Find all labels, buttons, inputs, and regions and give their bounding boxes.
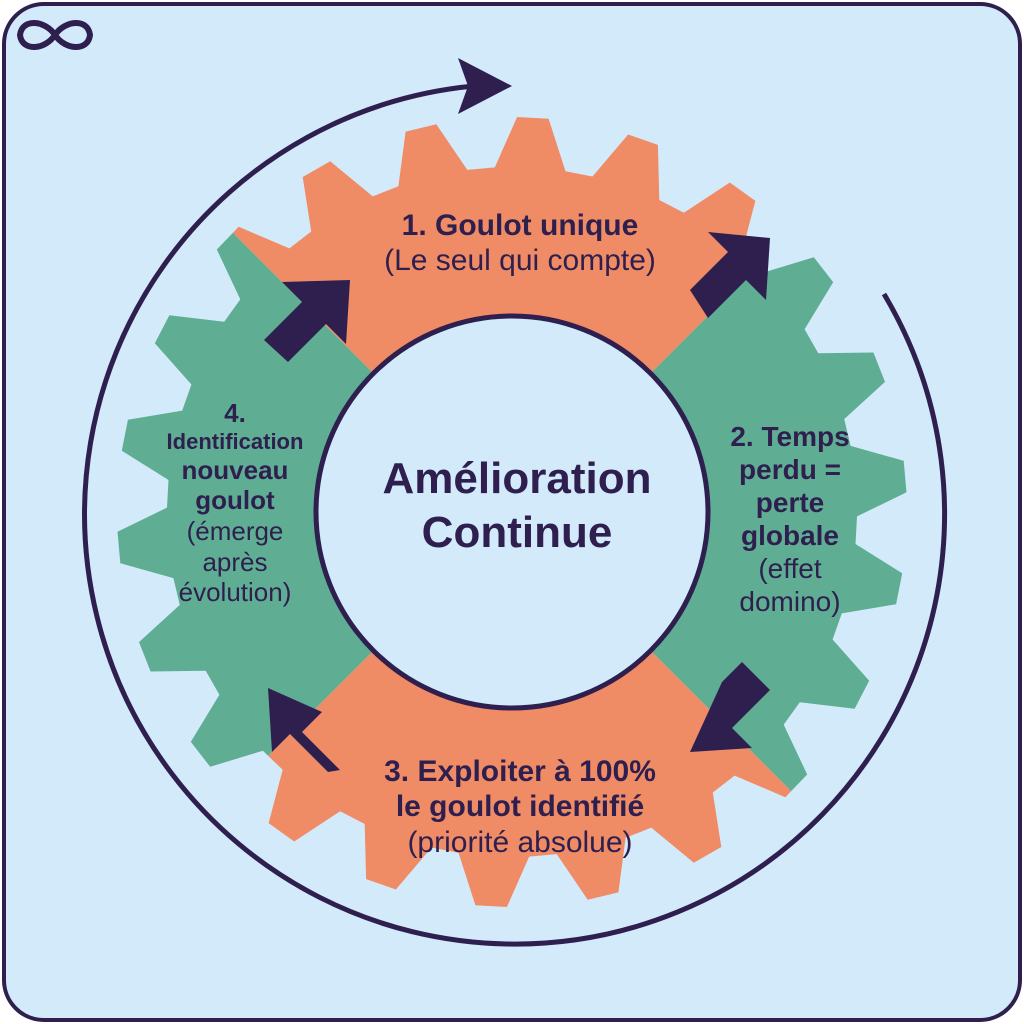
step-1-subtitle: (Le seul qui compte) — [384, 244, 656, 278]
step-2-title-line: perte — [755, 487, 825, 519]
outer-cycle-arc — [82, 83, 948, 947]
step-4-subtitle-line: après — [202, 546, 268, 577]
step-4-title-line: nouveau — [181, 454, 289, 485]
center-circle — [313, 313, 711, 711]
step-3-subtitle: (priorité absolue) — [407, 825, 633, 859]
step-4-subtitle-line: (émerge — [186, 515, 284, 546]
infinity-icon — [16, 20, 94, 50]
step-3-title-line: le goulot identifié — [395, 790, 645, 824]
step-3-label: 3. Exploiter à 100% le goulot identifié … — [320, 754, 720, 860]
step-2-subtitle-line: (effet — [758, 553, 822, 585]
step-4-title-line: 4. — [224, 398, 246, 428]
outer-cycle-arrowhead-icon — [458, 58, 512, 114]
arrow-step3-to-step4-icon — [268, 688, 340, 772]
step-2-title-line: globale — [740, 520, 839, 552]
center-title-line-2: Continue — [421, 507, 613, 557]
arrow-step2-to-step3-icon — [690, 662, 780, 752]
arrow-step1-to-step2-icon — [690, 232, 770, 318]
step-4-subtitle-line: évolution) — [178, 577, 292, 608]
arrow-step4-to-step1-icon — [264, 280, 350, 362]
step-2-label: 2. Temps perdu = perte globale (effet do… — [690, 420, 890, 618]
step-2-subtitle-line: domino) — [739, 586, 841, 618]
center-title-line-1: Amélioration — [382, 454, 652, 503]
step-1-label: 1. Goulot unique (Le seul qui compte) — [330, 208, 710, 279]
step-2-title-line: 2. Temps — [730, 421, 850, 452]
step-1-title: 1. Goulot unique — [401, 209, 639, 242]
step-3-title-line: 3. Exploiter à 100% — [384, 755, 656, 788]
step-4-label: 4. Identification nouveau goulot (émerge… — [130, 398, 340, 608]
step-2-title-line: perdu = — [739, 454, 841, 486]
step-4-title-line: goulot — [195, 485, 275, 516]
center-title: Amélioration Continue — [330, 452, 704, 559]
step-4-title-line: Identification — [166, 428, 304, 454]
